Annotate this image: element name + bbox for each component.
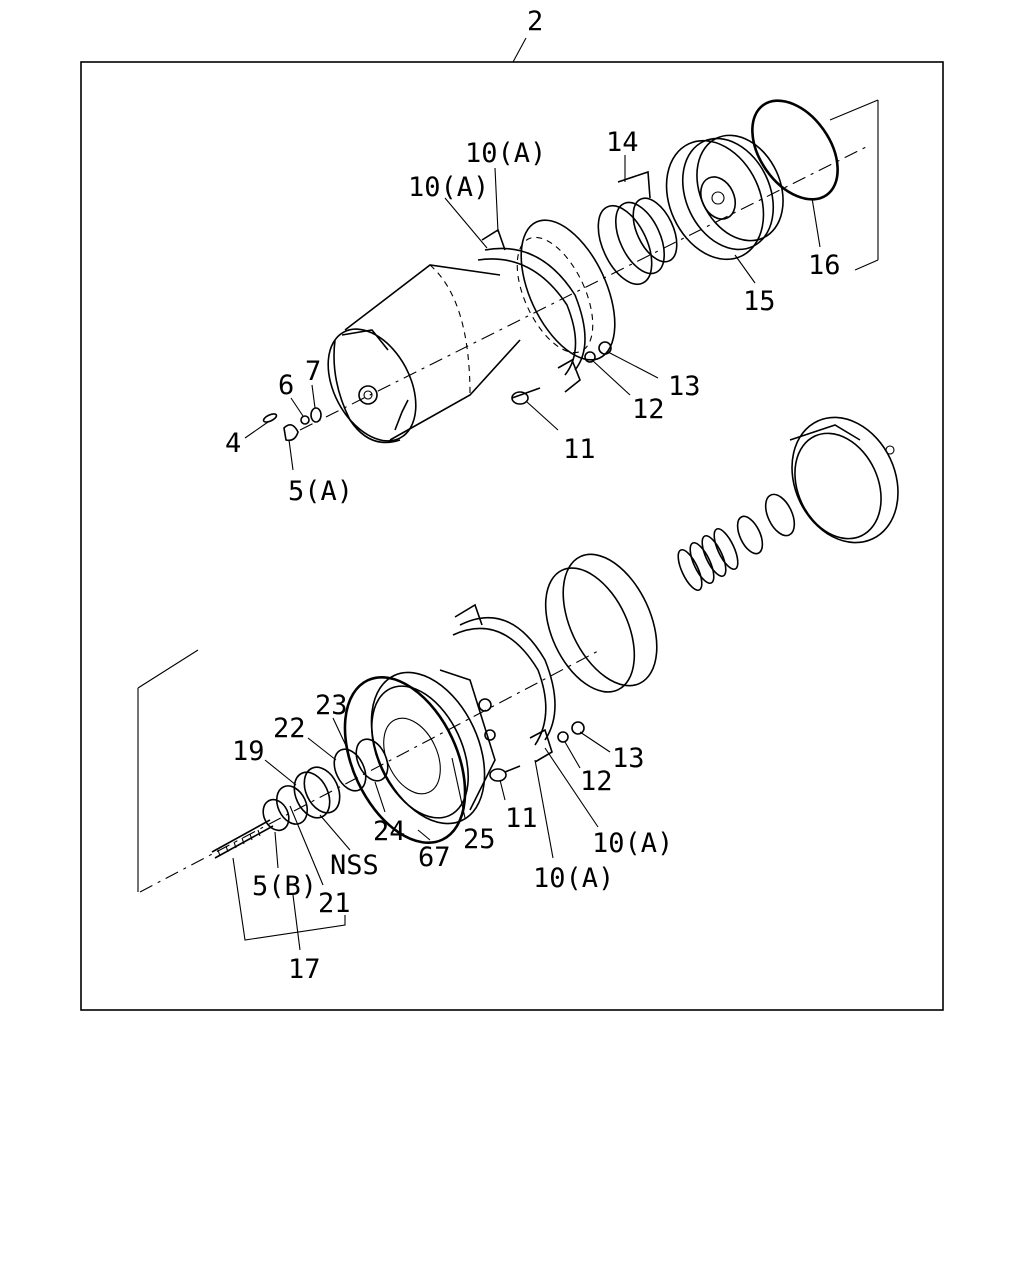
callout-2: 2 [527,6,543,37]
callout-10a-3: 10(A) [592,828,673,859]
callout-23: 23 [315,690,348,721]
callout-15: 15 [743,286,776,317]
callout-11-bot: 11 [505,803,538,834]
callout-67: 67 [418,842,451,873]
callout-6: 6 [278,370,294,401]
callout-10a-4: 10(A) [533,863,614,894]
callout-10a-1: 10(A) [465,138,546,169]
callout-12-bot: 12 [580,766,613,797]
upper-assembly [262,99,879,444]
callout-22: 22 [273,713,306,744]
callout-19: 19 [232,736,265,767]
spring [677,493,796,592]
callout-13-bot: 13 [612,743,645,774]
callout-labels: 2 10(A) 10(A) 14 16 15 6 7 4 5(A) 11 12 … [225,6,841,985]
callout-17: 17 [288,954,321,985]
pulley-15 [665,134,784,261]
assembly-frame [80,61,944,1011]
end-plate [789,416,899,544]
bearing-14 [597,170,678,285]
callout-10a-2: 10(A) [408,172,489,203]
leader-2 [512,37,527,63]
lower-assembly [137,416,899,941]
stator-housing [327,264,521,444]
callout-11-top: 11 [563,434,596,465]
leader-lines [244,155,821,951]
callout-nss: NSS [330,850,379,881]
callout-5a: 5(A) [288,476,353,507]
callout-12-top: 12 [632,394,665,425]
clamp-band-lower [452,603,556,763]
callout-16: 16 [808,250,841,281]
callout-25: 25 [463,824,496,855]
callout-4: 4 [225,428,241,459]
callout-5b: 5(B) [252,871,317,902]
housing-25 [370,669,496,825]
callout-13-top: 13 [668,371,701,402]
callout-24: 24 [373,816,406,847]
callout-21: 21 [318,888,351,919]
callout-14: 14 [606,127,639,158]
callout-7: 7 [305,356,321,387]
